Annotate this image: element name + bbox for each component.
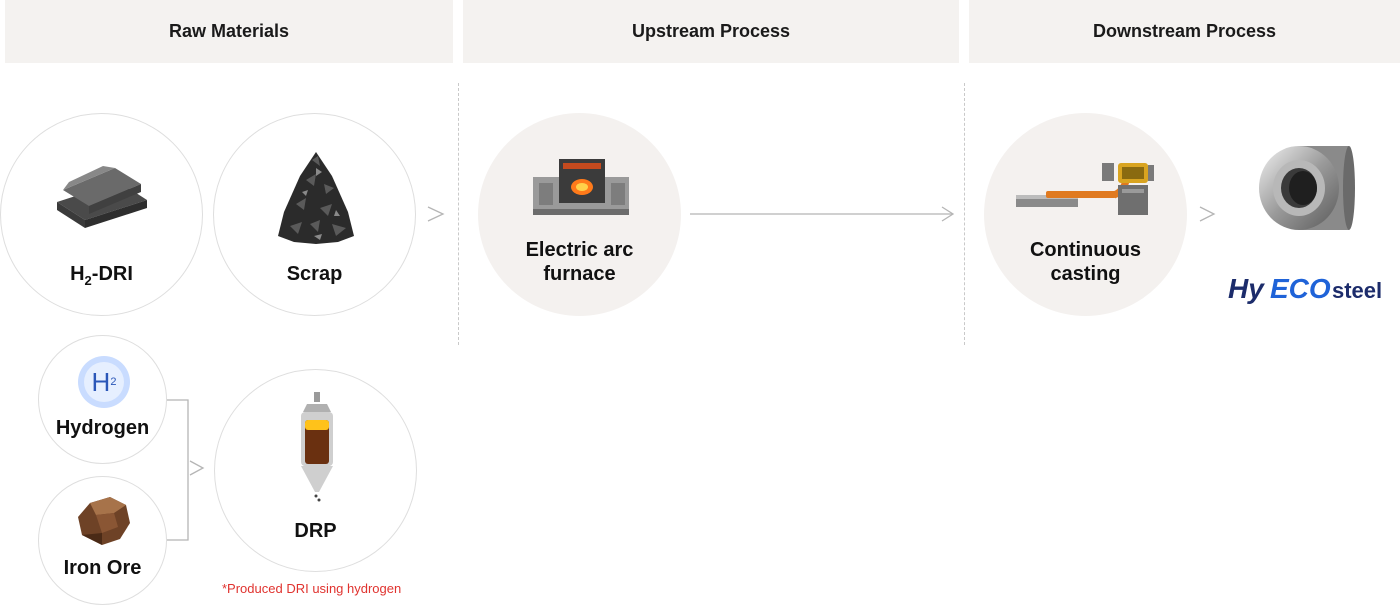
node-scrap-label: Scrap: [286, 263, 343, 285]
h2dri-subscript: 2: [84, 273, 92, 288]
node-eaf-label: Electric arc furnace: [478, 238, 681, 286]
h2dri-suffix: -DRI: [91, 263, 133, 285]
header-downstream-label: Downstream Process: [1092, 21, 1277, 41]
h2-dri-icon: [57, 166, 147, 228]
cc-label-line1: Continuous: [1029, 239, 1142, 261]
drp-reactor-icon: [301, 392, 333, 502]
header-raw-label: Raw Materials: [168, 21, 290, 41]
node-scrap: Scrap: [213, 113, 416, 316]
node-drp: DRP: [214, 369, 417, 572]
eaf-label-line1: Electric arc: [525, 239, 634, 261]
header-upstream-label: Upstream Process: [631, 21, 791, 41]
arrow-right-icon: [1199, 206, 1216, 222]
eaf-label-line2: furnace: [543, 263, 616, 285]
header-upstream-process: Upstream Process: [463, 0, 959, 63]
header-raw-materials: Raw Materials: [5, 0, 453, 63]
node-h2-dri: H2-DRI: [0, 113, 203, 316]
brand-steel: steel: [1332, 278, 1382, 303]
node-h2-dri-label: H2-DRI: [1, 262, 202, 293]
cc-label-line2: casting: [1050, 263, 1121, 285]
scrap-pile-icon: [278, 152, 354, 244]
hydrogen-icon-letter: H: [91, 366, 111, 397]
node-hydrogen-label: Hydrogen: [55, 417, 150, 439]
node-iron-ore: Iron Ore: [38, 476, 167, 605]
node-continuous-casting: Continuous casting: [984, 113, 1187, 316]
node-cc-label: Continuous casting: [984, 238, 1187, 286]
merge-bracket: [166, 399, 189, 541]
node-drp-label: DRP: [294, 520, 337, 542]
node-iron-ore-label: Iron Ore: [63, 557, 142, 579]
arrow-right-icon: [189, 460, 205, 476]
continuous-casting-icon: [1016, 163, 1154, 215]
steel-coil-icon: [1259, 146, 1355, 230]
section-divider-2: [964, 83, 965, 345]
arrow-right-icon: [427, 206, 445, 222]
hyecosteel-logo: Hy ECO steel: [1228, 273, 1382, 304]
node-electric-arc-furnace: Electric arc furnace: [478, 113, 681, 316]
brand-hy: Hy: [1228, 273, 1265, 304]
section-divider-1: [458, 83, 459, 345]
drp-footnote: *Produced DRI using hydrogen: [222, 581, 402, 596]
brand-eco: ECO: [1270, 273, 1331, 304]
h2dri-prefix: H: [70, 263, 85, 285]
hydrogen-icon-sub: 2: [110, 376, 117, 388]
iron-ore-icon: [78, 497, 130, 545]
header-downstream-process: Downstream Process: [969, 0, 1400, 63]
electric-arc-furnace-icon: [533, 159, 629, 215]
arrow-right-icon: [941, 206, 955, 222]
